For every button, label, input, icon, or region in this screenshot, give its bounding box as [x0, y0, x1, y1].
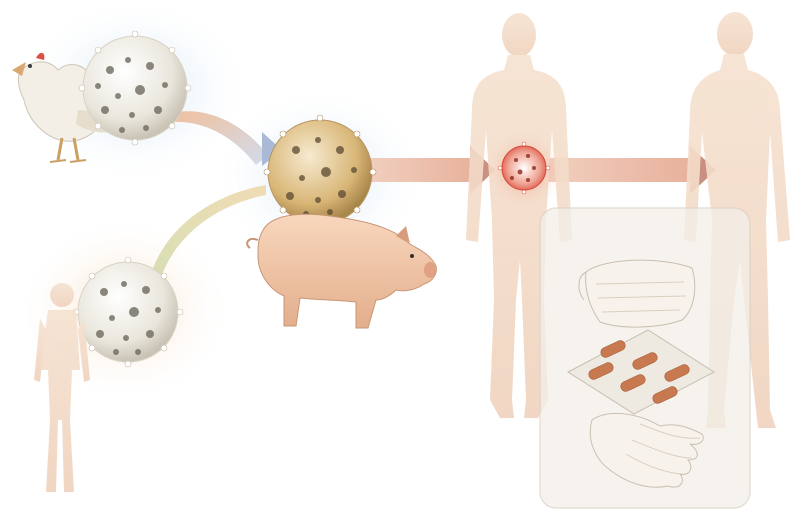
- face-mask-icon: [579, 260, 695, 327]
- human-to-human-arrow: [548, 158, 698, 182]
- reassortant-virus-icon: [264, 115, 376, 229]
- avian-virus-icon: [79, 31, 191, 145]
- pig-icon: [247, 214, 436, 328]
- pig-to-human-arrow: [370, 158, 480, 182]
